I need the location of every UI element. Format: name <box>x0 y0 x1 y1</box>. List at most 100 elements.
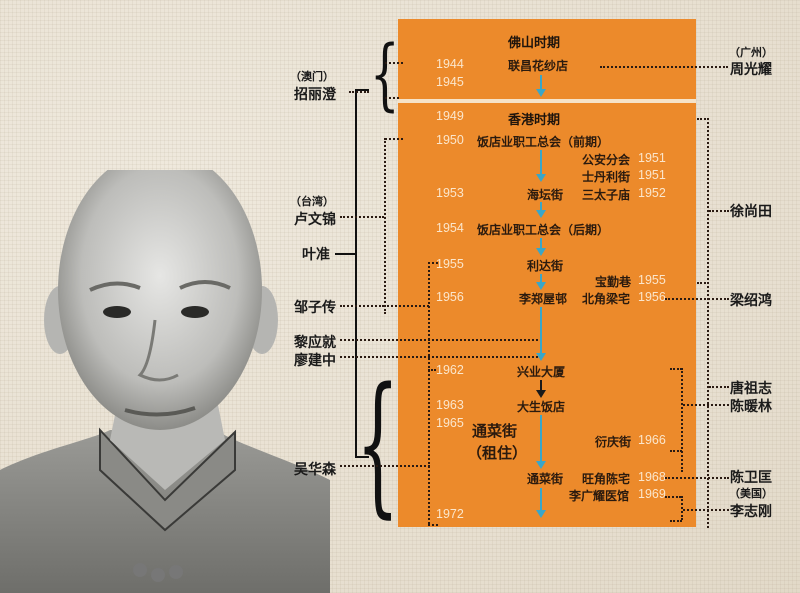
down-arrow-icon <box>536 415 546 469</box>
year-label: 1949 <box>436 109 464 123</box>
connector-dotted <box>670 450 682 452</box>
lineage-trunk <box>355 267 357 457</box>
lineage-branch <box>355 456 369 458</box>
down-arrow-icon <box>536 238 546 256</box>
location-label: 李郑屋邨 <box>519 292 568 306</box>
location-label: 兴业大厦 <box>517 365 566 379</box>
connector-dotted <box>683 404 729 406</box>
location-label: 海坛街 <box>527 188 564 202</box>
year-label: 1955 <box>436 257 464 271</box>
connector-dotted <box>681 496 683 520</box>
era-title-foshan: 佛山时期 <box>508 36 561 51</box>
year-label: 1955 <box>638 273 666 287</box>
person-name: 李志刚 <box>730 504 772 520</box>
year-label: 1944 <box>436 57 464 71</box>
connector-dotted <box>665 298 729 300</box>
year-label: 1962 <box>436 363 464 377</box>
location-label: 公安分会 <box>582 153 631 167</box>
location-label: 饭店业职工总会（前期） <box>477 135 610 149</box>
left-curly-brace-icon: { <box>369 30 400 120</box>
region-label: （美国） <box>729 487 773 500</box>
year-label: 1945 <box>436 75 464 89</box>
down-arrow-icon <box>536 150 546 182</box>
person-name: 卢文锦 <box>294 212 336 228</box>
location-label: 大生饭店 <box>517 400 566 414</box>
year-label: 1953 <box>436 186 464 200</box>
connector-dotted <box>384 138 386 314</box>
year-label: 1950 <box>436 133 464 147</box>
person-name: 梁绍鸿 <box>730 293 772 309</box>
connector-dotted <box>670 368 682 370</box>
year-label: 1956 <box>638 290 666 304</box>
location-label: 通菜街 <box>472 422 518 440</box>
location-label: 饭店业职工总会（后期） <box>477 223 610 237</box>
person-name: 徐尚田 <box>730 204 772 220</box>
connector-dotted <box>428 524 438 526</box>
person-name: 廖建中 <box>294 353 336 369</box>
region-label: （澳门） <box>290 70 334 83</box>
connector-dotted <box>697 282 709 284</box>
year-label: 1952 <box>638 186 666 200</box>
connector-dotted <box>340 305 384 307</box>
connector-dotted <box>428 369 436 371</box>
lineage-branch <box>355 89 369 91</box>
person-name: 陈卫匡 <box>730 470 772 486</box>
connector-dotted <box>681 368 683 472</box>
year-label: 1956 <box>436 290 464 304</box>
connector-dotted <box>340 216 384 218</box>
location-label: 宝勤巷 <box>595 275 632 289</box>
location-note: （租住） <box>467 444 528 462</box>
person-name: 吴华森 <box>294 462 336 478</box>
location-label: 通菜街 <box>527 472 564 486</box>
connector-dotted <box>384 305 429 307</box>
location-label: 衍庆街 <box>595 435 632 449</box>
hongkong-period-panel <box>398 103 696 527</box>
left-curly-brace-icon: { <box>356 355 400 532</box>
connector-dotted <box>385 97 399 99</box>
location-label: 北角梁宅 <box>582 292 631 306</box>
person-name: 陈暖林 <box>730 399 772 415</box>
person-name: 黎应就 <box>294 335 336 351</box>
year-label: 1969 <box>638 487 666 501</box>
location-label: 李广耀医馆 <box>569 489 630 503</box>
down-arrow-icon <box>536 75 546 97</box>
year-label: 1965 <box>436 416 464 430</box>
connector-dotted <box>340 356 538 358</box>
connector-dotted <box>707 118 709 528</box>
year-label: 1966 <box>638 433 666 447</box>
person-name: 招丽澄 <box>294 87 336 103</box>
year-label: 1951 <box>638 168 666 182</box>
era-title-hongkong: 香港时期 <box>508 113 561 128</box>
connector-dotted <box>349 91 369 93</box>
location-label: 利达街 <box>527 259 564 273</box>
connector-dotted <box>665 496 681 498</box>
region-label: （广州） <box>729 46 773 59</box>
year-label: 1954 <box>436 221 464 235</box>
foshan-period-panel <box>398 19 696 99</box>
year-label: 1972 <box>436 507 464 521</box>
connector-dotted <box>428 262 438 264</box>
location-label: 三太子庙 <box>582 188 631 202</box>
connector-dotted <box>670 520 682 522</box>
down-arrow-icon <box>536 202 546 218</box>
connector-dotted <box>428 262 430 524</box>
era-divider <box>398 99 696 103</box>
lineage-trunk <box>355 89 357 267</box>
person-name-center: 叶准 <box>302 247 330 263</box>
connector-dotted <box>665 477 729 479</box>
region-label: （台湾） <box>290 195 334 208</box>
location-label: 士丹利街 <box>582 170 631 184</box>
year-label: 1968 <box>638 470 666 484</box>
person-name: 唐祖志 <box>730 381 772 397</box>
connector-dotted <box>385 138 403 140</box>
lineage-branch <box>335 253 356 255</box>
connector-dotted <box>683 509 729 511</box>
year-label: 1963 <box>436 398 464 412</box>
connector-dotted <box>697 118 709 120</box>
person-name: 周光耀 <box>730 62 772 78</box>
down-arrow-icon <box>536 488 546 518</box>
connector-dotted <box>709 386 729 388</box>
connector-dotted <box>600 66 728 68</box>
location-label: 旺角陈宅 <box>582 472 631 486</box>
down-arrow-icon <box>536 274 546 290</box>
